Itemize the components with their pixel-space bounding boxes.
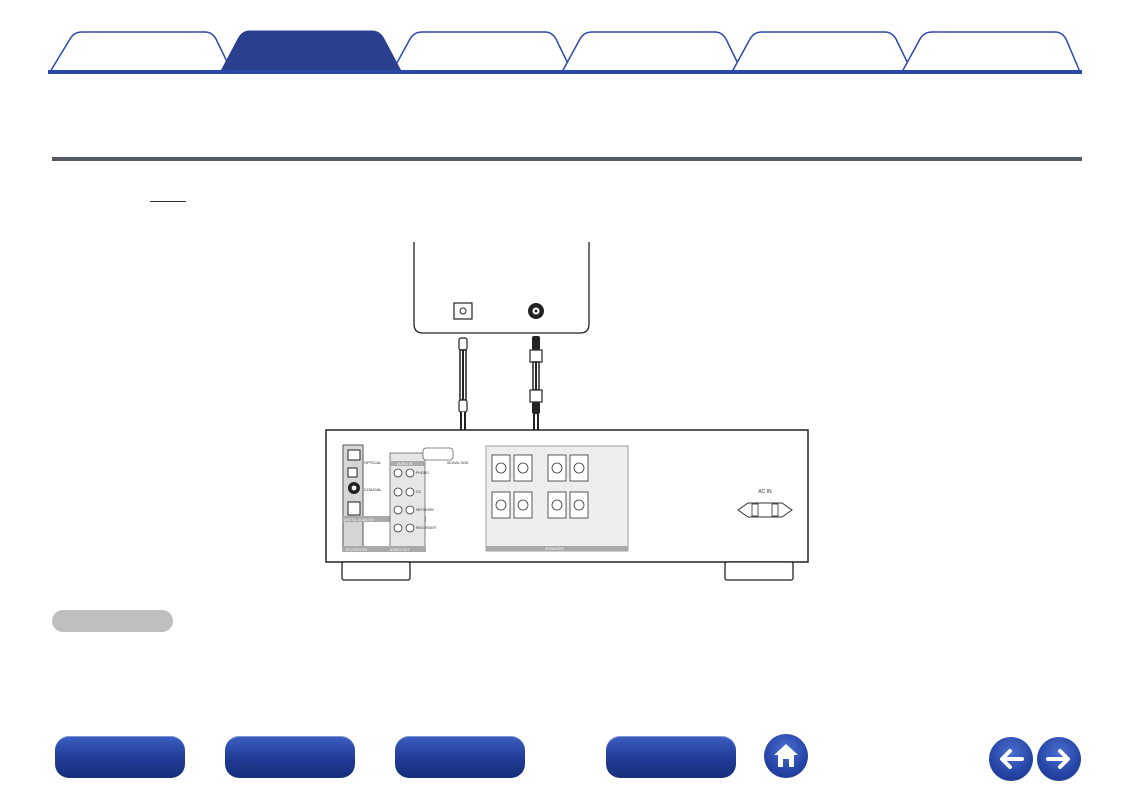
tab-bar-graphic (48, 30, 1082, 74)
panel-label-audio-in: AUDIO IN (397, 462, 413, 466)
connection-diagram: OPTICAL COAXIAL DIGITAL AUDIO IN AUDIO I… (320, 240, 820, 590)
tab-2-active[interactable] (225, 30, 395, 72)
optical-out-jack (453, 302, 473, 320)
panel-label-phono: PHONO (416, 471, 429, 475)
panel-label-coaxial: COAXIAL (364, 487, 382, 492)
panel-label-speakers: SPEAKERS (545, 547, 565, 551)
amplifier-rear-panel: OPTICAL COAXIAL DIGITAL AUDIO IN AUDIO I… (325, 429, 809, 581)
nav-button-4[interactable] (606, 736, 736, 778)
panel-label-network: NETWORK (416, 508, 435, 512)
tab-6[interactable] (905, 30, 1075, 72)
digital-audio-in-block (342, 444, 364, 552)
nav-button-3[interactable] (395, 736, 525, 778)
optical-in-jack (347, 449, 361, 461)
forward-button[interactable] (1037, 737, 1081, 781)
tab-5[interactable] (735, 30, 905, 72)
amplifier-foot-right (724, 561, 794, 581)
section-divider (52, 157, 1082, 161)
source-device (413, 242, 590, 334)
ac-in-label: AC IN (758, 489, 772, 495)
nav-button-1[interactable] (55, 736, 185, 778)
home-icon (774, 744, 798, 767)
panel-label-audio-out: AUDIO OUT (390, 548, 410, 552)
panel-label-ir-control: IR CONTROL (346, 548, 368, 552)
arrow-left-icon (1000, 749, 1024, 769)
panel-label-signal-gnd: SIGNAL GND (447, 461, 469, 465)
panel-label-optical: OPTICAL (364, 460, 382, 465)
arrow-right-icon (1046, 749, 1070, 769)
back-button[interactable] (989, 737, 1033, 781)
tab-1[interactable] (55, 30, 225, 72)
amplifier-foot-left (341, 561, 411, 581)
signal-gnd-terminal (422, 447, 454, 461)
inline-link[interactable] (150, 201, 186, 202)
ac-inlet (737, 502, 793, 518)
tab-3[interactable] (395, 30, 565, 72)
nav-button-2[interactable] (225, 736, 355, 778)
panel-label-digital-in: DIGITAL AUDIO IN (344, 518, 374, 522)
home-button[interactable] (764, 734, 808, 778)
panel-label-cd: CD (416, 490, 422, 494)
panel-label-recorder: RECORDER (416, 526, 437, 530)
analog-inputs-block (389, 452, 426, 552)
tab-4[interactable] (565, 30, 735, 72)
tab-bar (0, 0, 1135, 80)
note-badge (52, 610, 173, 632)
